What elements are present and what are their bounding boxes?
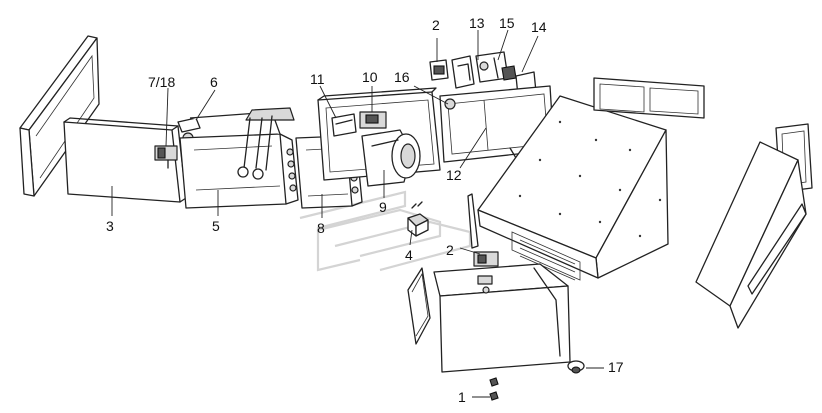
callout-9: 9 <box>379 199 387 215</box>
bracket-part-2-top <box>429 59 449 81</box>
box-rivets <box>518 120 662 238</box>
callout-3: 3 <box>106 218 114 234</box>
bracket-part-2-lower <box>467 193 499 267</box>
callout-6: 6 <box>210 74 218 90</box>
callout-labels: 2 13 15 14 16 10 11 7/18 6 3 5 8 9 12 4 … <box>106 15 624 405</box>
callout-2-lower: 2 <box>446 242 454 258</box>
callout-1: 1 <box>458 389 466 405</box>
callout-11: 11 <box>310 71 325 87</box>
blower-part-9 <box>361 129 421 187</box>
callout-14: 14 <box>531 19 547 35</box>
mount-part-11 <box>331 113 357 137</box>
callout-8: 8 <box>317 220 325 236</box>
screws-part-1 <box>489 377 499 401</box>
callout-2-top: 2 <box>432 17 440 33</box>
front-panel-part-3 <box>63 117 187 203</box>
callout-16: 16 <box>394 69 410 85</box>
callout-15: 15 <box>499 15 515 31</box>
callout-10: 10 <box>362 69 378 85</box>
drain-plug-part-17 <box>567 360 585 374</box>
bracket-part-13 <box>451 55 475 89</box>
callout-17: 17 <box>608 359 624 375</box>
small-block-part-4 <box>407 201 429 237</box>
right-side-panel <box>695 141 807 329</box>
leader-lines <box>111 29 604 398</box>
callout-4: 4 <box>405 247 413 263</box>
coil-assembly-part-5 <box>179 107 299 209</box>
callout-7-18: 7/18 <box>148 74 175 90</box>
drain-pan <box>433 263 571 373</box>
callout-13: 13 <box>469 15 485 31</box>
main-housing-box <box>477 95 669 281</box>
callout-5: 5 <box>212 218 220 234</box>
bottom-left-frame <box>407 267 431 345</box>
watermark <box>299 190 472 272</box>
coil-fins <box>286 148 297 192</box>
rear-window-frame <box>593 77 705 119</box>
callout-12: 12 <box>446 167 462 183</box>
motor-part-10 <box>359 111 387 129</box>
